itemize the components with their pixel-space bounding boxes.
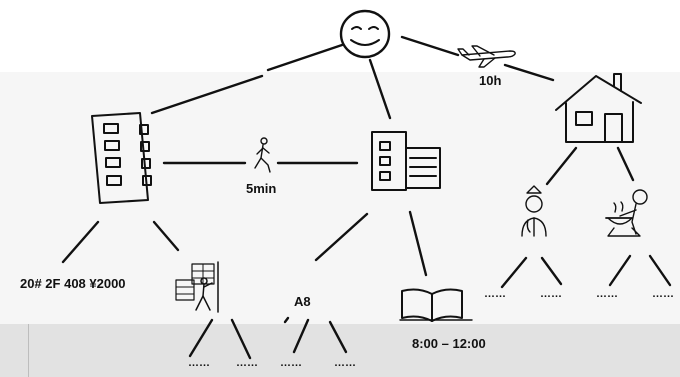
ellipsis-classroom-left: …… <box>280 357 302 369</box>
airplane-icon <box>457 45 516 68</box>
ellipsis-classroom-right: …… <box>334 357 356 369</box>
doctor-icon <box>521 185 547 237</box>
walking-person-icon <box>254 137 271 173</box>
ellipsis-doctor-right: …… <box>540 288 562 300</box>
connector-root-school <box>368 58 392 120</box>
connector-doctor-d6 <box>540 256 563 286</box>
ellipsis-worker-right: …… <box>236 357 258 369</box>
house-icon <box>555 73 642 143</box>
connector-apartment-worker <box>152 220 180 252</box>
classroom-label: A8 <box>294 294 311 309</box>
connector-school-book <box>408 210 428 277</box>
connector-classroom-d4 <box>328 320 348 354</box>
worker-ladder-icon <box>175 261 219 313</box>
class-hours-label: 8:00 – 12:00 <box>412 336 486 351</box>
connector-house-cook <box>616 146 635 182</box>
ellipsis-cook-left: …… <box>596 288 618 300</box>
connector-root-apartment-2 <box>150 74 264 115</box>
connector-apartment-room <box>61 220 100 264</box>
connector-classroom-left <box>283 316 290 324</box>
smiley-face-icon <box>339 9 391 59</box>
open-book-icon <box>399 288 473 322</box>
connector-lines <box>61 35 672 360</box>
school-building-icon <box>371 131 441 191</box>
connector-root-plane <box>400 35 460 57</box>
room-price-label: 20# 2F 408 ¥2000 <box>20 276 126 291</box>
connector-worker-d2 <box>230 318 252 360</box>
ellipsis-cook-right: …… <box>652 288 674 300</box>
walk-time-label: 5min <box>246 181 277 196</box>
connector-school-classroom <box>314 212 369 262</box>
connector-root-apartment <box>266 43 344 72</box>
connector-classroom-d3 <box>292 318 310 354</box>
cook-icon <box>605 189 648 237</box>
connector-doctor-d5 <box>500 256 528 289</box>
ellipsis-worker-left: …… <box>188 357 210 369</box>
flight-time-label: 10h <box>479 73 502 88</box>
background-divider <box>28 324 29 377</box>
background-bottom <box>0 324 680 377</box>
connector-cook-d7 <box>608 254 632 287</box>
connector-plane-house <box>503 63 555 82</box>
connector-cook-d8 <box>648 254 672 287</box>
ellipsis-doctor-left: …… <box>484 288 506 300</box>
connector-worker-d1 <box>188 318 214 358</box>
apartment-building-icon <box>91 112 152 204</box>
connector-house-doctor <box>545 146 578 186</box>
